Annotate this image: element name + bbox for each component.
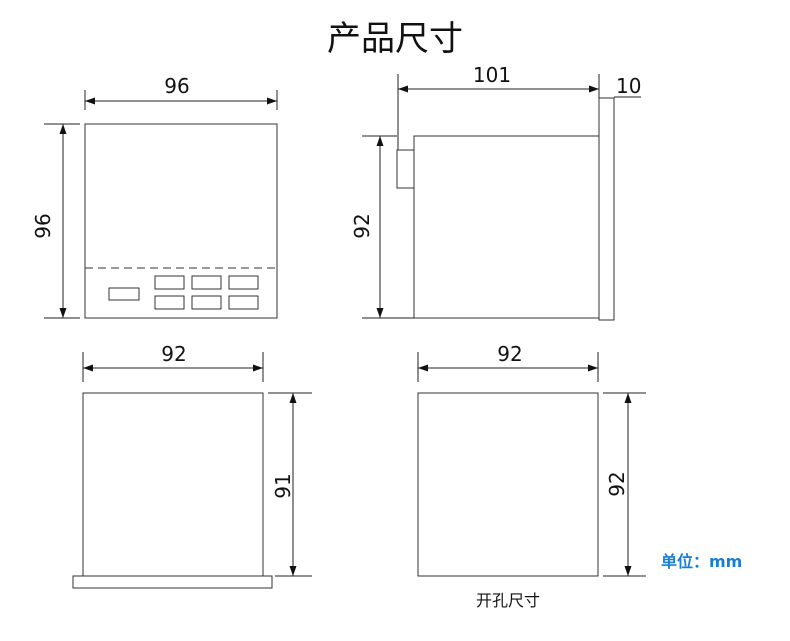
front-key-3 (228, 275, 259, 290)
front-key-6 (228, 295, 259, 310)
rear-base-flange (72, 575, 273, 589)
side-height-label: 92 (350, 213, 374, 238)
cutout-caption: 开孔尺寸 (476, 591, 540, 610)
side-front-flange (598, 97, 615, 321)
side-body (413, 135, 600, 319)
front-key-2 (191, 275, 222, 290)
side-view: 101 10 92 (350, 63, 641, 321)
cutout-view: 92 92 开孔尺寸 (417, 342, 646, 610)
page-title: 产品尺寸 (327, 19, 463, 59)
side-depth-label: 101 (473, 63, 511, 87)
display-window (108, 287, 140, 301)
rear-width-label: 92 (161, 342, 186, 366)
front-width-label: 96 (164, 74, 189, 98)
cutout-height-label: 92 (605, 471, 629, 496)
cutout-width-label: 92 (497, 342, 522, 366)
rear-height-label: 91 (271, 473, 295, 498)
side-flange-label: 10 (616, 74, 641, 98)
front-height-label: 96 (31, 213, 55, 238)
cutout-outline (417, 392, 599, 577)
rear-view: 92 91 (72, 342, 312, 589)
front-key-1 (154, 275, 185, 290)
rear-body (82, 392, 264, 577)
front-key-5 (191, 295, 222, 310)
front-view: 96 96 (31, 74, 278, 319)
side-terminal-block (396, 149, 415, 189)
front-key-4 (154, 295, 185, 310)
unit-note: 单位：mm (661, 552, 742, 571)
